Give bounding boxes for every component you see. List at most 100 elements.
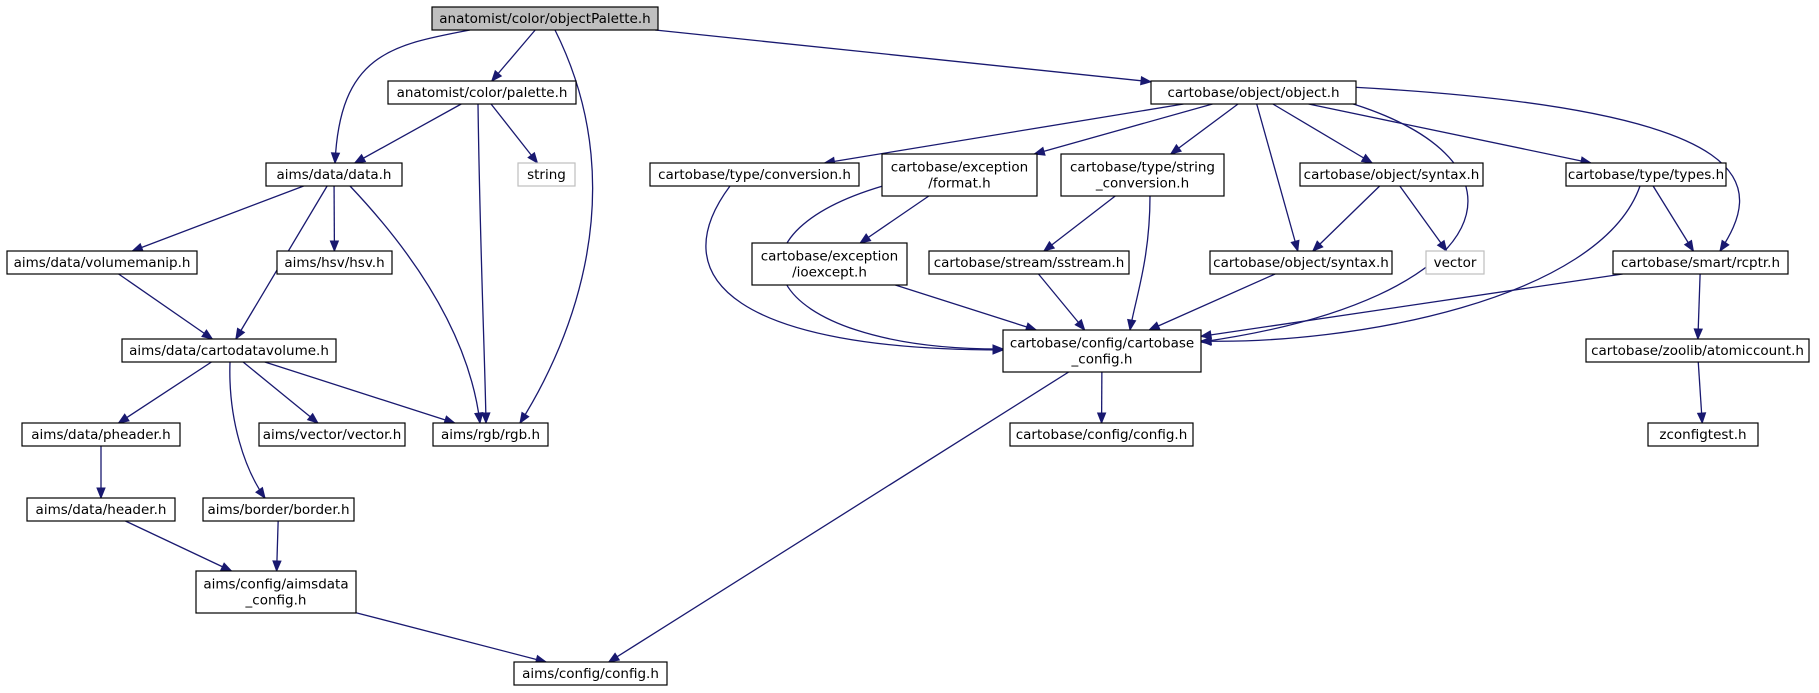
node-box-conversion xyxy=(649,162,860,187)
edge-ioexcept-to-cartobaseconfig xyxy=(895,284,1037,331)
node-hsv[interactable]: aims/hsv/hsv.h xyxy=(276,250,393,275)
node-syntax1[interactable]: cartobase/object/syntax.h xyxy=(1299,162,1484,187)
edge-palette-to-rgb xyxy=(477,103,487,424)
node-ioexcept[interactable]: cartobase/exception/ioexcept.h xyxy=(751,242,908,286)
node-palette[interactable]: anatomist/color/palette.h xyxy=(387,80,577,105)
node-cbconfig[interactable]: cartobase/config/config.h xyxy=(1009,422,1194,447)
edge-syntax1-to-vectorstd xyxy=(1399,185,1448,252)
edge-rcptr-to-cartobaseconfig xyxy=(1200,273,1623,338)
node-label-string-0: string xyxy=(527,167,566,183)
edge-object-to-stringconv xyxy=(1170,103,1239,155)
node-stringconv[interactable]: cartobase/type/string_conversion.h xyxy=(1060,153,1225,197)
node-format[interactable]: cartobase/exception/format.h xyxy=(881,153,1038,197)
node-box-atomiccount xyxy=(1585,338,1810,363)
node-label-objectPalette-0: anatomist/color/objectPalette.h xyxy=(439,11,650,27)
node-label-zconfigtest-0: zconfigtest.h xyxy=(1659,427,1746,443)
arrowhead-types-to-rcptr xyxy=(1683,239,1695,253)
edge-conversion-to-cartobaseconfig xyxy=(705,185,1004,351)
arrowhead-objectPalette-to-palette xyxy=(490,69,503,83)
arrowhead-rcptr-to-cartobaseconfig xyxy=(1199,330,1213,340)
edge-objectPalette-to-data xyxy=(334,29,471,164)
edge-object-to-conversion xyxy=(824,103,1184,164)
node-label-conversion-0: cartobase/type/conversion.h xyxy=(658,167,851,183)
edge-sstream-to-cartobaseconfig xyxy=(1037,273,1086,331)
node-label-ioexcept-0: cartobase/exception xyxy=(761,249,899,265)
node-label-cartobaseconfig-1: _config.h xyxy=(1071,352,1133,368)
arrowhead-syntax1-to-syntax2 xyxy=(1311,240,1324,252)
node-box-aimsconfig xyxy=(513,661,668,686)
node-types[interactable]: cartobase/type/types.h xyxy=(1565,162,1727,187)
node-rgb[interactable]: aims/rgb/rgb.h xyxy=(432,422,549,447)
node-label-stringconv-0: cartobase/type/string xyxy=(1070,160,1215,176)
node-conversion[interactable]: cartobase/type/conversion.h xyxy=(649,162,860,187)
node-box-format xyxy=(881,153,1038,197)
node-label-sstream-0: cartobase/stream/sstream.h xyxy=(934,255,1125,271)
node-label-ioexcept-1: /ioexcept.h xyxy=(792,265,867,281)
node-border[interactable]: aims/border/border.h xyxy=(202,497,355,522)
node-sstream[interactable]: cartobase/stream/sstream.h xyxy=(928,250,1130,275)
edge-object-to-syntax1 xyxy=(1272,103,1373,164)
edge-syntax1-to-syntax2 xyxy=(1312,185,1381,252)
edge-object-to-syntax2 xyxy=(1256,103,1299,252)
node-atomiccount[interactable]: cartobase/zoolib/atomiccount.h xyxy=(1585,338,1810,363)
arrowhead-cartobaseconfig-to-aimsconfig xyxy=(607,652,621,663)
node-label-syntax2-0: cartobase/object/syntax.h xyxy=(1213,255,1389,271)
node-box-rcptr xyxy=(1612,250,1789,275)
arrowhead-object-to-format xyxy=(1033,146,1046,156)
node-objectPalette[interactable]: anatomist/color/objectPalette.h xyxy=(431,6,659,31)
node-box-palette xyxy=(387,80,577,105)
edge-aimsdataconfig-to-aimsconfig xyxy=(355,612,547,663)
arrowhead-border-to-aimsdataconfig xyxy=(272,560,282,573)
node-label-pheader-0: aims/data/pheader.h xyxy=(31,427,170,443)
arrowhead-palette-to-data xyxy=(353,153,367,164)
node-label-rcptr-0: cartobase/smart/rcptr.h xyxy=(1621,255,1780,271)
node-string[interactable]: string xyxy=(517,162,576,187)
arrowhead-object-to-rcptr xyxy=(1719,239,1730,253)
arrowhead-data-to-cartodatavolume xyxy=(235,327,246,341)
node-vectorh[interactable]: aims/vector/vector.h xyxy=(258,422,406,447)
node-cartodatavolume[interactable]: aims/data/cartodatavolume.h xyxy=(121,338,337,363)
node-zconfigtest[interactable]: zconfigtest.h xyxy=(1647,422,1759,447)
node-box-cartodatavolume xyxy=(121,338,337,363)
edge-objectPalette-to-object xyxy=(655,29,1152,83)
arrowhead-sstream-to-cartobaseconfig xyxy=(1074,318,1086,332)
edge-objectPalette-to-palette xyxy=(491,29,536,82)
arrowhead-objectPalette-to-data xyxy=(330,152,341,165)
edge-volumemanip-to-cartodatavolume xyxy=(118,273,213,340)
node-vectorstd[interactable]: vector xyxy=(1425,250,1485,275)
edge-stringconv-to-cartobaseconfig xyxy=(1129,195,1151,331)
arrowhead-rcptr-to-atomiccount xyxy=(1693,328,1703,341)
edge-data-to-rgb xyxy=(349,185,481,424)
node-label-vectorstd-0: vector xyxy=(1434,255,1477,271)
node-syntax2[interactable]: cartobase/object/syntax.h xyxy=(1209,250,1393,275)
node-pheader[interactable]: aims/data/pheader.h xyxy=(21,422,181,447)
arrowhead-format-to-ioexcept xyxy=(859,233,872,244)
node-box-string xyxy=(517,162,576,187)
node-data[interactable]: aims/data/data.h xyxy=(265,162,403,187)
edge-header-to-aimsdataconfig xyxy=(125,520,232,572)
arrowhead-syntax2-to-cartobaseconfig xyxy=(1147,321,1161,331)
node-rcptr[interactable]: cartobase/smart/rcptr.h xyxy=(1612,250,1789,275)
arrowhead-palette-to-string xyxy=(527,151,539,165)
node-object[interactable]: cartobase/object/object.h xyxy=(1150,80,1357,105)
node-box-hsv xyxy=(276,250,393,275)
arrowhead-data-to-rgb xyxy=(474,412,484,425)
node-header[interactable]: aims/data/header.h xyxy=(26,497,176,522)
node-volumemanip[interactable]: aims/data/volumemanip.h xyxy=(6,250,198,275)
edge-cartodatavolume-to-rgb xyxy=(264,361,455,424)
node-label-data-0: aims/data/data.h xyxy=(277,167,392,183)
arrowhead-object-to-syntax1 xyxy=(1360,153,1374,164)
edge-object-to-types xyxy=(1308,103,1592,164)
arrowhead-atomiccount-to-zconfigtest xyxy=(1696,412,1707,425)
arrowhead-cartobaseconfig-to-cbconfig xyxy=(1096,412,1107,425)
node-aimsdataconfig[interactable]: aims/config/aimsdata_config.h xyxy=(195,570,357,614)
node-label-stringconv-1: _conversion.h xyxy=(1095,176,1189,192)
node-aimsconfig[interactable]: aims/config/config.h xyxy=(513,661,668,686)
arrowhead-syntax1-to-vectorstd xyxy=(1436,239,1448,253)
node-cartobaseconfig[interactable]: cartobase/config/cartobase_config.h xyxy=(1002,329,1202,373)
edge-syntax2-to-cartobaseconfig xyxy=(1148,273,1276,331)
edge-cartodatavolume-to-vectorh xyxy=(242,361,319,424)
node-box-syntax1 xyxy=(1299,162,1484,187)
arrowhead-pheader-to-header xyxy=(96,487,106,500)
arrowhead-data-to-hsv xyxy=(329,240,340,253)
